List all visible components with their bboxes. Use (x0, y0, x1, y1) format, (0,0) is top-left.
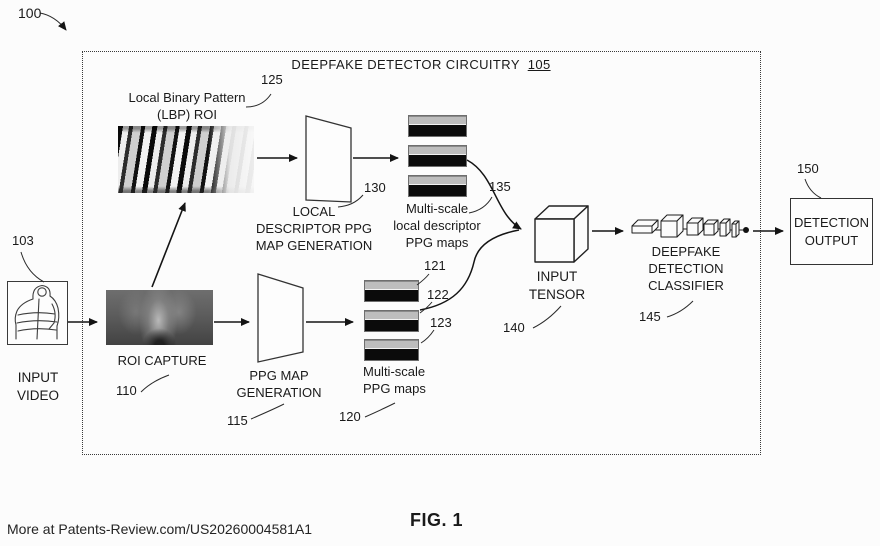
lead-150 (804, 178, 822, 199)
ref-140: 140 (503, 320, 525, 335)
local-descriptor-ppg-map-3 (408, 175, 467, 197)
roi-capture-label: ROI CAPTURE (117, 353, 207, 368)
input-tensor-label: INPUT TENSOR (528, 269, 586, 302)
input-video-frame (7, 281, 68, 345)
ppg-map-generation-label: PPG MAP GENERATION (236, 368, 322, 401)
circuitry-title: DEEPFAKE DETECTOR CIRCUITRY 105 (291, 57, 550, 72)
ref-120: 120 (339, 409, 361, 424)
multiscale-ppg-maps-label: Multi-scale PPG maps (363, 364, 426, 397)
circuitry-title-text: DEEPFAKE DETECTOR CIRCUITRY (291, 57, 520, 72)
roi-capture-image (106, 290, 213, 345)
detection-output-box: DETECTION OUTPUT (790, 198, 873, 265)
ref-110: 110 (116, 383, 137, 398)
input-video-label: INPUT VIDEO (16, 370, 60, 403)
lbp-roi-texture-image (118, 126, 254, 193)
source-watermark-text: More at Patents-Review.com/US20260004581… (7, 521, 313, 537)
ref-123: 123 (430, 315, 452, 330)
ref-125: 125 (261, 72, 283, 87)
ref-135: 135 (489, 179, 511, 194)
multiscale-local-descriptor-maps-label: Multi-scale local descriptor PPG maps (393, 201, 481, 251)
lead-100 (39, 12, 67, 31)
ref-122: 122 (427, 287, 449, 302)
person-sketch-icon (14, 284, 60, 340)
local-descriptor-ppg-map-1 (408, 115, 467, 137)
lbp-roi-label: Local Binary Pattern (LBP) ROI (128, 90, 246, 123)
ref-115: 115 (227, 413, 248, 428)
local-descriptor-generation-label: LOCAL DESCRIPTOR PPG MAP GENERATION (255, 204, 373, 254)
ref-130: 130 (364, 180, 386, 195)
ppg-map-122 (364, 310, 419, 332)
ref-100: 100 (18, 5, 42, 21)
lead-103 (20, 251, 45, 283)
circuitry-title-ref: 105 (527, 57, 551, 72)
ref-145: 145 (639, 309, 661, 324)
ppg-map-121 (364, 280, 419, 302)
local-descriptor-ppg-map-2 (408, 145, 467, 167)
figure-caption: FIG. 1 (410, 510, 464, 530)
ref-121: 121 (424, 258, 446, 273)
classifier-label: DEEPFAKE DETECTION CLASSIFIER (648, 244, 724, 294)
ppg-map-123 (364, 339, 419, 361)
deepfake-detector-circuitry-boundary (82, 51, 761, 455)
ref-103: 103 (12, 233, 34, 248)
ref-150: 150 (797, 161, 819, 176)
